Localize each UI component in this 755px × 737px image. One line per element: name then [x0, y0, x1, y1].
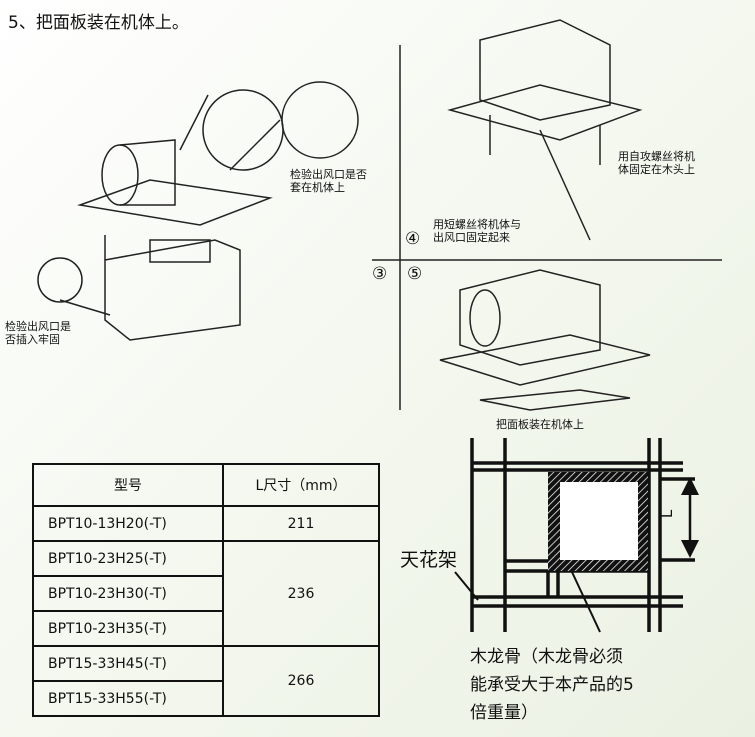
note-check-outlet-insert: 检验出风口是 否插入牢固 [5, 320, 71, 346]
wood-joist-caption: 木龙骨（木龙骨必须 能承受大于本产品的5 倍重量） [470, 643, 634, 727]
caption-line: 能承受大于本产品的5 [470, 675, 634, 695]
table-header-row: 型号 L尺寸（mm） [32, 463, 380, 507]
header-model: 型号 [32, 463, 224, 507]
note-short-screws: 用短螺丝将机体与 出风口固定起来 [433, 218, 521, 244]
note-line: 用自攻螺丝将机 [618, 150, 695, 163]
table-row: BPT10-23H30(-T) [32, 575, 379, 612]
step-heading: 5、把面板装在机体上。 [8, 13, 189, 33]
note-line: 检验出风口是 [5, 320, 71, 333]
note-line: 套在机体上 [290, 181, 345, 194]
arrow-up-icon [681, 477, 699, 495]
arrow-down-icon [681, 540, 699, 558]
ceiling-opening [560, 482, 638, 560]
model-cell: BPT10-23H35(-T) [32, 610, 224, 647]
table-row: BPT10-23H25(-T)236 [32, 540, 380, 647]
note-self-tap-screws: 用自攻螺丝将机 体固定在木头上 [618, 150, 695, 176]
header-l-size: L尺寸（mm） [222, 463, 380, 507]
l-size-cell: 236 [222, 540, 380, 647]
ceiling-frame-diagram [470, 438, 695, 632]
ceiling-frame-label: 天花架 [400, 549, 458, 571]
caption-line: 倍重量） [470, 703, 538, 723]
model-cell: BPT15-33H45(-T) [32, 645, 224, 682]
step-3-marker: ③ [372, 264, 388, 284]
table-row: BPT15-33H45(-T)266 [32, 645, 380, 717]
l-size-cell: 266 [222, 645, 380, 717]
table-row: BPT10-13H20(-T)211 [32, 505, 380, 542]
model-cell: BPT10-23H30(-T) [32, 575, 224, 612]
fan-body-illustration [439, 19, 651, 411]
model-cell: BPT10-23H25(-T) [32, 540, 224, 577]
dimension-l-label: L [658, 509, 677, 519]
outlet-illustration [37, 81, 359, 341]
table-row: BPT10-23H35(-T) [32, 610, 379, 647]
model-cell: BPT10-13H20(-T) [32, 505, 224, 542]
note-install-panel: 把面板装在机体上 [496, 418, 584, 431]
l-size-cell: 211 [222, 505, 380, 542]
note-check-outlet-sleeve: 检验出风口是否 套在机体上 [290, 168, 367, 194]
model-cell: BPT15-33H55(-T) [32, 680, 224, 717]
step-4-marker: ④ [405, 229, 421, 249]
note-line: 用短螺丝将机体与 [433, 218, 521, 231]
model-size-table: 型号 L尺寸（mm） BPT10-13H20(-T)211 BPT10-23H2… [32, 463, 380, 717]
note-line: 否插入牢固 [5, 333, 60, 346]
note-line: 检验出风口是否 [290, 168, 367, 181]
note-line: 出风口固定起来 [433, 231, 510, 244]
table-row: BPT15-33H55(-T) [32, 680, 379, 717]
caption-line: 木龙骨（木龙骨必须 [470, 647, 623, 667]
step-5-marker: ⑤ [407, 264, 423, 284]
note-line: 体固定在木头上 [618, 163, 695, 176]
